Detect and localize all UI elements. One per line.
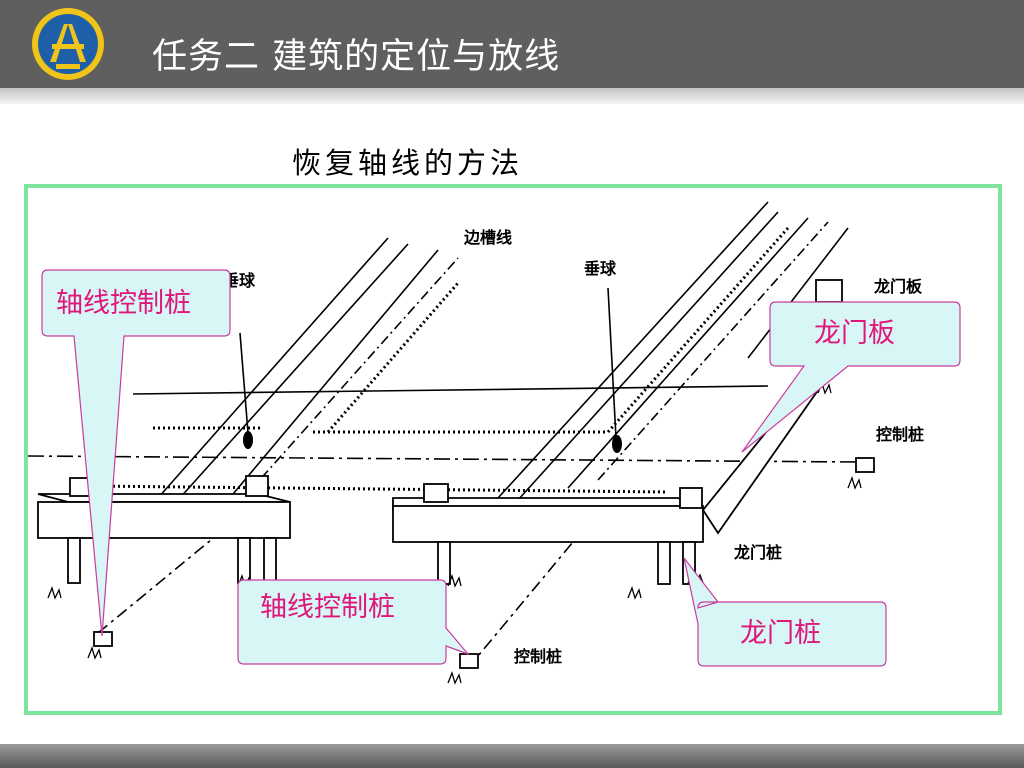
control-pile-bottom bbox=[459, 653, 479, 669]
label-plumb-right: 垂球 bbox=[584, 259, 617, 278]
control-pile-left bbox=[93, 631, 113, 647]
callout-text-axis-pile-left: 轴线控制桩 bbox=[56, 288, 191, 319]
control-pile-right bbox=[855, 457, 875, 473]
plumb-bob-right bbox=[612, 435, 622, 453]
callout-axis-pile-bottom: 轴线控制桩 bbox=[237, 579, 470, 665]
callout-batter-pile: 龙门桩 bbox=[683, 557, 887, 667]
callout-axis-pile-left: 轴线控制桩 bbox=[41, 269, 231, 637]
callout-text-batter-pile: 龙门桩 bbox=[740, 618, 821, 649]
header-bar bbox=[0, 0, 1024, 88]
axis-restoration-diagram: 边槽线 垂球 垂球 龙门板 控制桩 龙门桩 控制桩 轴线控制桩 龙门板 轴线控制… bbox=[28, 201, 961, 685]
label-control-pile-bottom: 控制桩 bbox=[514, 647, 562, 666]
plumb-bob-left bbox=[243, 431, 253, 449]
label-trench-line: 边槽线 bbox=[463, 228, 512, 247]
label-batter-pile: 龙门桩 bbox=[733, 543, 782, 562]
label-batter-board: 龙门板 bbox=[873, 277, 923, 296]
footer-bar bbox=[0, 744, 1024, 768]
label-control-pile-right: 控制桩 bbox=[876, 425, 924, 444]
header-stripe bbox=[0, 88, 1024, 104]
batter-board-left bbox=[37, 475, 291, 584]
label-plumb-left: 垂球 bbox=[223, 271, 256, 290]
school-logo bbox=[32, 8, 104, 80]
diagram-linework bbox=[28, 201, 859, 669]
slide-subtitle: 恢复轴线的方法 bbox=[292, 146, 524, 180]
page-title: 任务二 建筑的定位与放线 bbox=[152, 37, 561, 77]
diagram-frame bbox=[24, 184, 1002, 715]
callout-text-batter-board: 龙门板 bbox=[814, 318, 895, 349]
callout-text-axis-pile-bottom: 轴线控制桩 bbox=[260, 592, 395, 623]
callout-batter-board: 龙门板 bbox=[741, 301, 961, 453]
